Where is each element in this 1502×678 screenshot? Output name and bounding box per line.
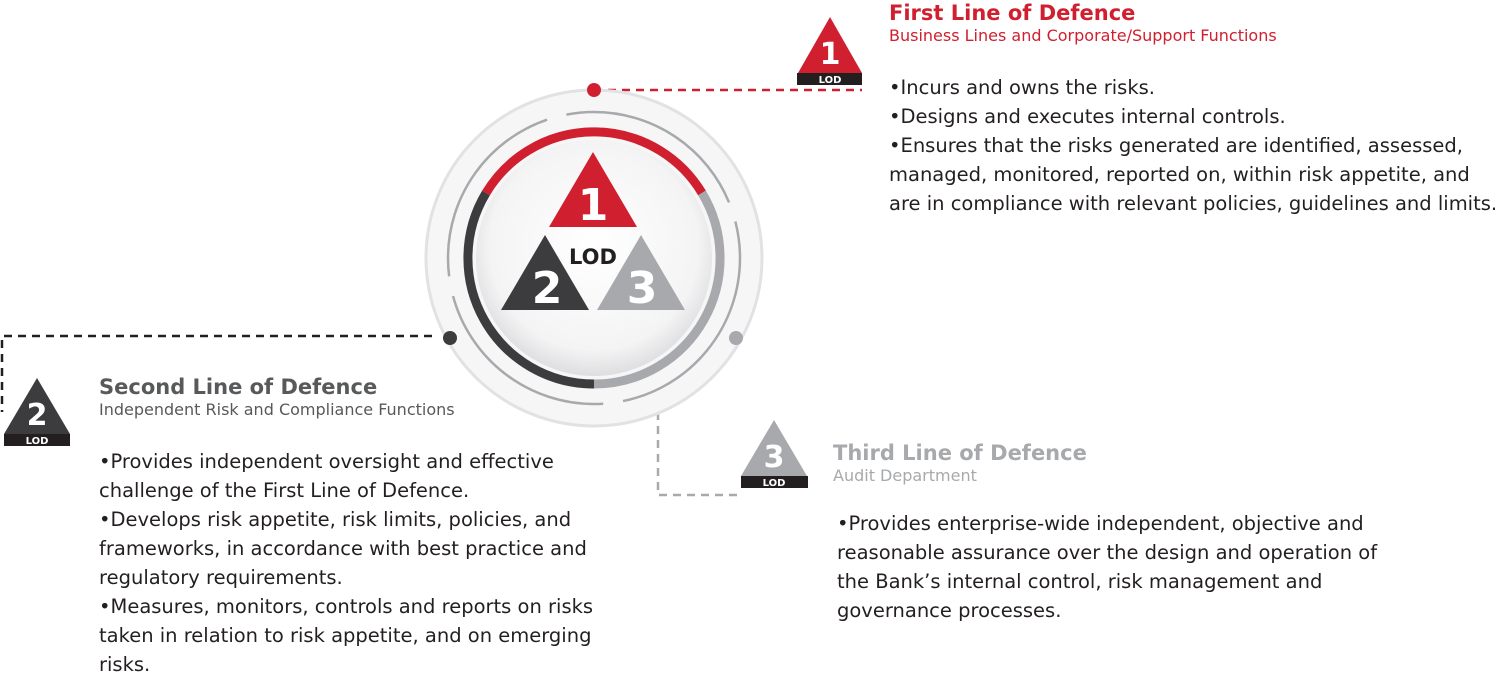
center-triangle-3 bbox=[597, 235, 685, 310]
thin-ring bbox=[446, 110, 742, 406]
third-title: Third Line of Defence bbox=[833, 441, 1087, 465]
bullet: •Incurs and owns the risks. bbox=[889, 76, 1155, 99]
dot-second bbox=[443, 331, 457, 345]
svg-text:2: 2 bbox=[27, 398, 48, 433]
bullet: •Develops risk appetite, risk limits, po… bbox=[99, 508, 587, 589]
center-num-3: 3 bbox=[627, 263, 658, 314]
first-subtitle: Business Lines and Corporate/Support Fun… bbox=[889, 26, 1277, 45]
first-bullets: •Incurs and owns the risks. •Designs and… bbox=[889, 73, 1501, 218]
svg-text:1: 1 bbox=[820, 37, 841, 72]
center-triangle-1 bbox=[549, 152, 637, 227]
svg-text:LOD: LOD bbox=[26, 436, 49, 447]
third-subtitle: Audit Department bbox=[833, 466, 977, 485]
arc-second bbox=[463, 190, 595, 389]
svg-text:LOD: LOD bbox=[763, 478, 786, 489]
first-line-section: First Line of Defence Business Lines and… bbox=[889, 1, 1501, 218]
badge-second-icon: 2 LOD bbox=[4, 378, 70, 447]
badge-first-icon: 1 LOD bbox=[797, 17, 862, 86]
bullet: •Designs and executes internal controls. bbox=[889, 105, 1286, 128]
second-bullets: •Provides independent oversight and effe… bbox=[99, 447, 644, 678]
dot-first bbox=[587, 83, 601, 97]
connector-third bbox=[656, 412, 740, 497]
second-subtitle: Independent Risk and Compliance Function… bbox=[99, 400, 455, 419]
dot-third bbox=[729, 331, 743, 345]
second-title: Second Line of Defence bbox=[99, 375, 378, 399]
badge-third-icon: 3 LOD bbox=[741, 420, 808, 489]
svg-text:LOD: LOD bbox=[819, 75, 842, 86]
arc-third bbox=[593, 190, 725, 389]
bullet: •Provides independent oversight and effe… bbox=[99, 450, 554, 502]
inner-disc bbox=[476, 140, 712, 376]
third-bullets: •Provides enterprise-wide independent, o… bbox=[837, 509, 1378, 625]
bullet: •Measures, monitors, controls and report… bbox=[99, 595, 594, 676]
center-num-1: 1 bbox=[578, 180, 609, 231]
center-triangle-2 bbox=[501, 235, 589, 310]
bullet: •Ensures that the risks generated are id… bbox=[889, 134, 1498, 215]
second-line-section: Second Line of Defence Independent Risk … bbox=[99, 375, 644, 678]
center-lod-label: LOD bbox=[569, 245, 617, 269]
arc-first bbox=[482, 127, 706, 196]
third-line-section: Third Line of Defence Audit Department •… bbox=[833, 441, 1378, 625]
first-title: First Line of Defence bbox=[889, 1, 1136, 25]
svg-text:3: 3 bbox=[764, 440, 785, 475]
connector-second bbox=[0, 334, 432, 412]
bullet: •Provides enterprise-wide independent, o… bbox=[837, 512, 1378, 622]
center-num-2: 2 bbox=[532, 263, 563, 314]
